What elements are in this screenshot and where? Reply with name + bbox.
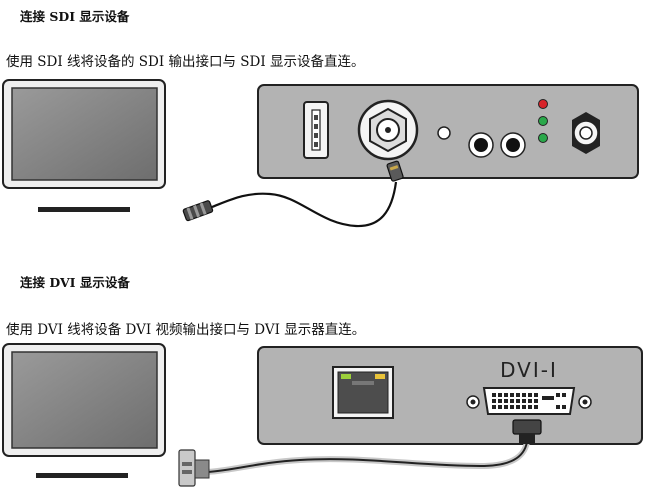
dvi-cable-plug-icon [178, 449, 210, 487]
link-led-icon [341, 374, 351, 379]
activity-led-icon [375, 374, 385, 379]
bnc-cable-plug-icon [182, 200, 214, 222]
dvi-device-panel: DVI-I [257, 346, 643, 445]
bnc-cable-plug-icon [386, 160, 404, 182]
rca-port-icon [500, 132, 526, 158]
rj45-port-icon [332, 366, 394, 419]
dvi-cable [178, 419, 542, 487]
rca-port-icon [468, 132, 494, 158]
status-led-icon [538, 116, 548, 126]
dvi-port-icon [482, 387, 576, 415]
sdi-monitor-stand [38, 207, 130, 212]
dvi-monitor-stand [36, 473, 128, 478]
button-icon [437, 126, 451, 140]
bnc-sdi-port-icon [357, 99, 419, 161]
power-jack-icon [572, 112, 600, 154]
status-led-icon [538, 133, 548, 143]
status-led-icon [538, 99, 548, 109]
sdi-section-heading: 连接 SDI 显示设备 [20, 9, 130, 24]
sdi-monitor [2, 79, 166, 212]
dvi-screw-icon [578, 395, 592, 409]
usb-port-icon [303, 101, 329, 159]
dvi-section-heading: 连接 DVI 显示设备 [20, 275, 130, 290]
dvi-monitor [2, 343, 166, 478]
sdi-device-panel [257, 84, 639, 179]
sdi-cable [182, 160, 404, 228]
sdi-instruction-text: 使用 SDI 线将设备的 SDI 输出接口与 SDI 显示设备直连。 [6, 54, 365, 70]
dvi-screw-icon [466, 395, 480, 409]
dvi-port-label: DVI-I [500, 358, 558, 382]
status-led-icons [538, 99, 548, 143]
dvi-instruction-text: 使用 DVI 线将设备 DVI 视频输出接口与 DVI 显示器直连。 [6, 322, 366, 338]
dvi-cable-plug-icon [512, 419, 542, 444]
